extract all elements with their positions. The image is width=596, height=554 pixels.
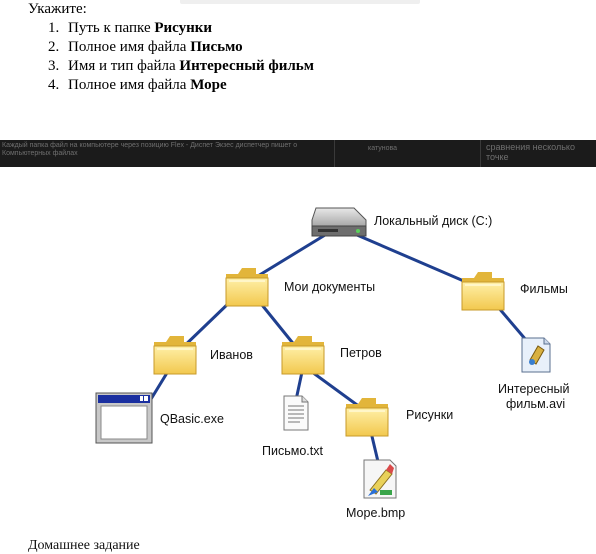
text-file-icon (283, 395, 309, 431)
hard-disk-icon (311, 207, 367, 237)
label-films: Фильмы (520, 282, 568, 296)
connector-disk-films (348, 230, 482, 290)
video-file-icon (521, 337, 551, 373)
task-item-text: Путь к папке (68, 20, 155, 36)
label-film-name-line1: Интересный (498, 382, 570, 396)
folder-petrov-icon (281, 335, 325, 375)
task-item-4: 4. Полное имя файла Море (48, 76, 314, 95)
exe-window-icon (95, 392, 153, 444)
connector-petrov-pismo (294, 370, 304, 402)
label-qbasic-exe: QBasic.exe (160, 412, 224, 426)
image-file-icon (363, 459, 397, 499)
task-item-bold: Письмо (190, 39, 243, 55)
strip-text-left: Каждый папка файл на компьютере через по… (2, 142, 298, 157)
label-my-documents: Мои документы (284, 280, 376, 294)
task-item-bold: Интересный фильм (179, 58, 314, 74)
task-item-number: 2. (48, 39, 60, 55)
strip-divider (480, 140, 481, 167)
task-item-text: Имя и тип файла (68, 58, 180, 74)
strip-text-middle: катунова (368, 145, 398, 152)
dark-scan-strip: Каждый папка файл на компьютере через по… (0, 140, 596, 167)
folder-risunki-icon (345, 397, 389, 437)
label-local-disk: Локальный диск (C:) (374, 214, 493, 228)
label-ivanov: Иванов (210, 348, 253, 362)
faded-header-bar (180, 0, 420, 4)
task-item-text: Полное имя файла (68, 77, 191, 93)
connector-disk-mydocs (246, 230, 332, 284)
strip-divider (334, 140, 335, 167)
folder-films-icon (461, 271, 505, 311)
label-pismo-txt: Письмо.txt (262, 444, 323, 458)
label-petrov: Петров (340, 346, 382, 360)
task-heading: Укажите: (28, 1, 87, 17)
task-item-2: 2. Полное имя файла Письмо (48, 38, 314, 57)
connector-petrov-risunki (310, 370, 366, 412)
label-film-name-line2: фильм.avi (506, 397, 566, 411)
homework-heading: Домашнее задание (28, 538, 140, 553)
task-item-3: 3. Имя и тип файла Интересный фильм (48, 57, 314, 76)
label-risunki: Рисунки (406, 408, 454, 422)
task-item-bold: Рисунки (154, 20, 213, 36)
task-item-text: Полное имя файла (68, 39, 191, 55)
task-item-1: 1. Путь к папке Рисунки (48, 19, 314, 38)
task-item-number: 1. (48, 20, 60, 36)
strip-text-right: сравнения несколько точке (486, 142, 575, 162)
task-item-number: 4. (48, 77, 60, 93)
task-item-bold: Море (190, 77, 227, 93)
label-more-bmp: Море.bmp (346, 506, 406, 520)
task-item-number: 3. (48, 58, 60, 74)
task-list: 1. Путь к папке Рисунки 2. Полное имя файл… (48, 19, 314, 95)
